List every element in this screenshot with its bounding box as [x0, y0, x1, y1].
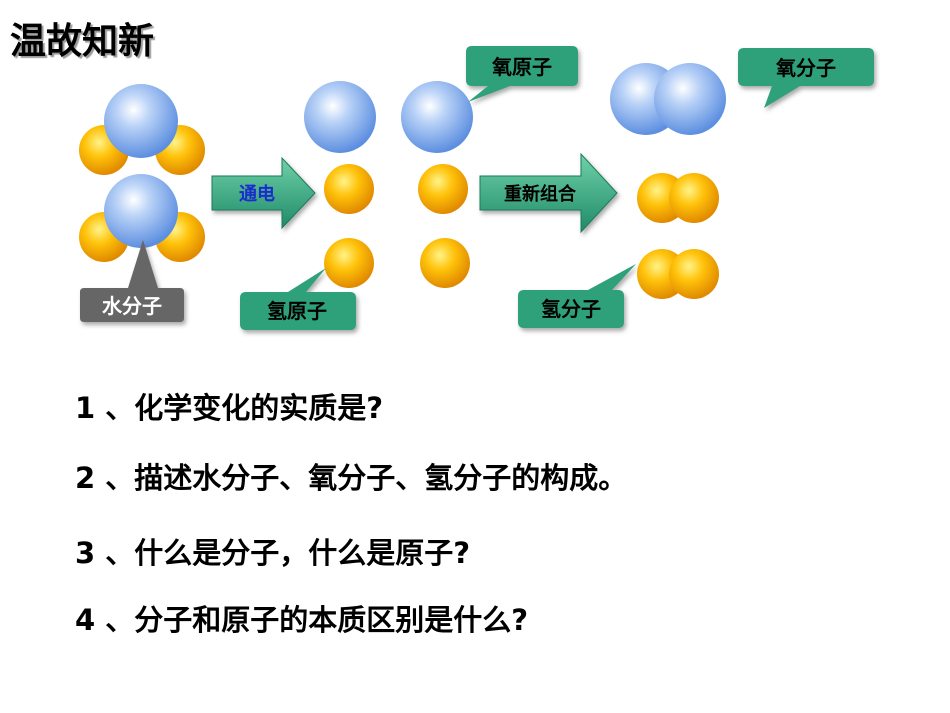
- electrolysis-arrow-label: 通电: [239, 183, 275, 205]
- hydrogen-molecule-2: [637, 249, 719, 299]
- water-molecule-2: [79, 174, 205, 262]
- question-item: 3 、什么是分子，什么是原子?: [75, 536, 471, 570]
- recombine-arrow: [479, 152, 618, 234]
- electrolysis-arrow: [211, 156, 316, 230]
- hydrogen-atom: [324, 238, 374, 288]
- recombine-arrow-label: 重新组合: [504, 183, 577, 205]
- hydrogen-atom-callout: [240, 268, 356, 330]
- oxygen-atom-label: 氧原子: [491, 55, 552, 79]
- oxygen-atom-callout: [466, 46, 578, 102]
- oxygen-atom: [401, 81, 473, 153]
- hydrogen-atom: [669, 249, 719, 299]
- hydrogen-atom: [420, 238, 470, 288]
- oxygen-molecule-callout: [738, 48, 874, 108]
- hydrogen-atom: [669, 173, 719, 223]
- oxygen-molecule: [610, 63, 726, 135]
- oxygen-molecule-label: 氧分子: [775, 56, 836, 80]
- electrolysis-diagram: 水分子 通电 氧原子 氢原子 重新组合: [79, 46, 874, 330]
- hydrogen-atom: [418, 164, 468, 214]
- hydrogen-molecule-1: [637, 173, 719, 223]
- question-item: 2 、描述水分子、氧分子、氢分子的构成。: [75, 461, 628, 495]
- water-molecule-callout: [80, 240, 184, 322]
- oxygen-atom: [654, 63, 726, 135]
- question-item: 4 、分子和原子的本质区别是什么?: [75, 603, 529, 637]
- hydrogen-atom: [324, 164, 374, 214]
- hydrogen-molecule-label: 氢分子: [541, 297, 601, 321]
- question-item: 1 、化学变化的实质是?: [75, 391, 384, 425]
- oxygen-atom: [304, 81, 376, 153]
- oxygen-atom: [104, 84, 178, 158]
- water-molecule-label: 水分子: [102, 294, 162, 318]
- water-molecule-1: [79, 84, 205, 175]
- hydrogen-molecule-callout: [518, 264, 636, 328]
- oxygen-atom: [104, 174, 178, 248]
- hydrogen-atom-label: 氢原子: [267, 299, 327, 323]
- page-title: 温故知新: [10, 21, 155, 62]
